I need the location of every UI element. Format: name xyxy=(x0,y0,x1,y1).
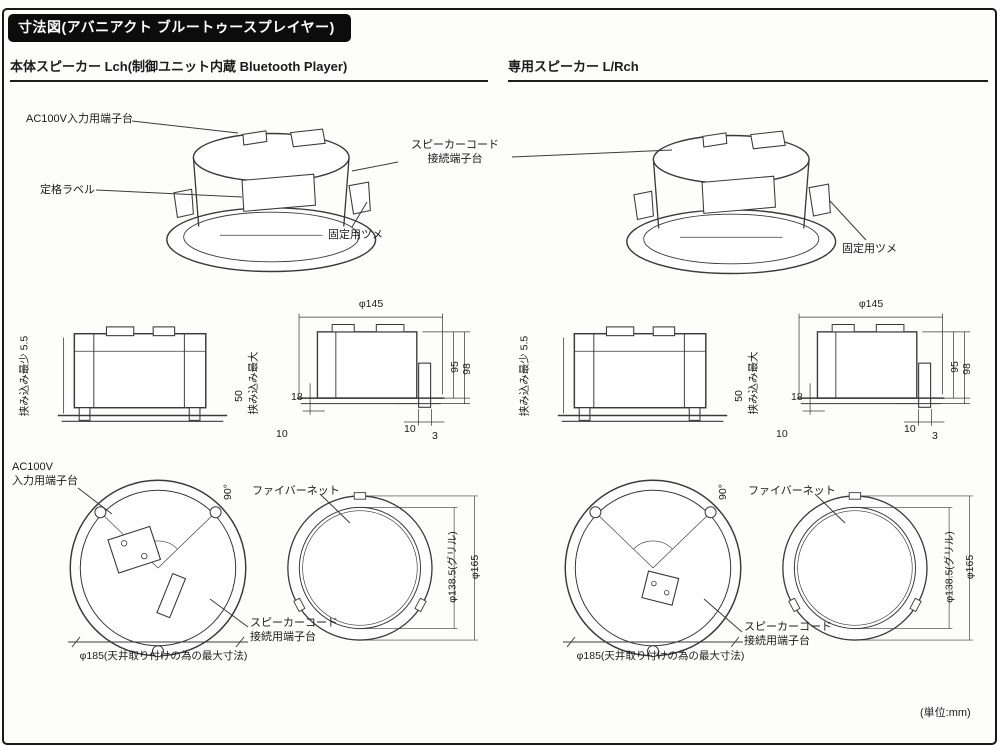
back-circle-view-main xyxy=(69,479,247,658)
dim-phi185-main: φ185(天井取り付けの為の最大寸法) xyxy=(79,650,248,662)
dim-18-sub: 18 xyxy=(791,391,803,403)
dim-10-right-main: 10 xyxy=(404,423,416,435)
label-cord-terminal-bottom-main: スピーカーコード 接続用端子台 xyxy=(250,617,338,644)
section-title-sub-speaker: 専用スピーカー L/Rch xyxy=(508,56,988,82)
label-fiber-net-sub: ファイバーネット xyxy=(748,485,836,497)
dim-3-main: 3 xyxy=(432,430,438,442)
perspective-view-main-speaker xyxy=(166,128,377,273)
perspective-view-sub-speaker xyxy=(626,130,837,275)
rear-side-view-sub xyxy=(557,326,728,423)
rear-side-view-main xyxy=(57,326,228,423)
back-circle-view-sub xyxy=(564,479,742,658)
label-rating-main: 定格ラベル xyxy=(40,184,95,196)
dim-10-right-sub: 10 xyxy=(904,423,916,435)
label-ac-terminal-main: AC100V入力用端子台 xyxy=(26,113,133,125)
label-fiber-net-main: ファイバーネット xyxy=(252,485,340,497)
dim-10-left-main: 10 xyxy=(276,428,288,440)
dim-10-left-sub: 10 xyxy=(776,428,788,440)
label-cord-terminal: スピーカーコード 接続端子台 xyxy=(411,139,499,166)
page-title: 寸法図(アバニアクト ブルートゥースプレイヤー) xyxy=(8,14,351,42)
side-view-phi145-sub xyxy=(796,312,971,427)
label-cord-terminal-bottom-sub: スピーカーコード 接続用端子台 xyxy=(744,621,832,648)
label-ac-terminal-bottom-main: AC100V 入力用端子台 xyxy=(12,461,78,488)
side-view-phi145-main xyxy=(296,312,471,427)
dim-18-main: 18 xyxy=(291,391,303,403)
unit-note: (単位:mm) xyxy=(920,707,971,719)
dim-phi185-sub: φ185(天井取り付けの為の最大寸法) xyxy=(576,650,745,662)
label-fixing-claw-main: 固定用ツメ xyxy=(328,229,383,241)
dim-phi145-sub: φ145 xyxy=(858,298,884,310)
label-fixing-claw-sub: 固定用ツメ xyxy=(842,243,897,255)
dim-3-sub: 3 xyxy=(932,430,938,442)
dim-phi145-main: φ145 xyxy=(358,298,384,310)
section-title-main-speaker: 本体スピーカー Lch(制御ユニット内蔵 Bluetooth Player) xyxy=(10,56,488,82)
page-border xyxy=(2,8,997,745)
